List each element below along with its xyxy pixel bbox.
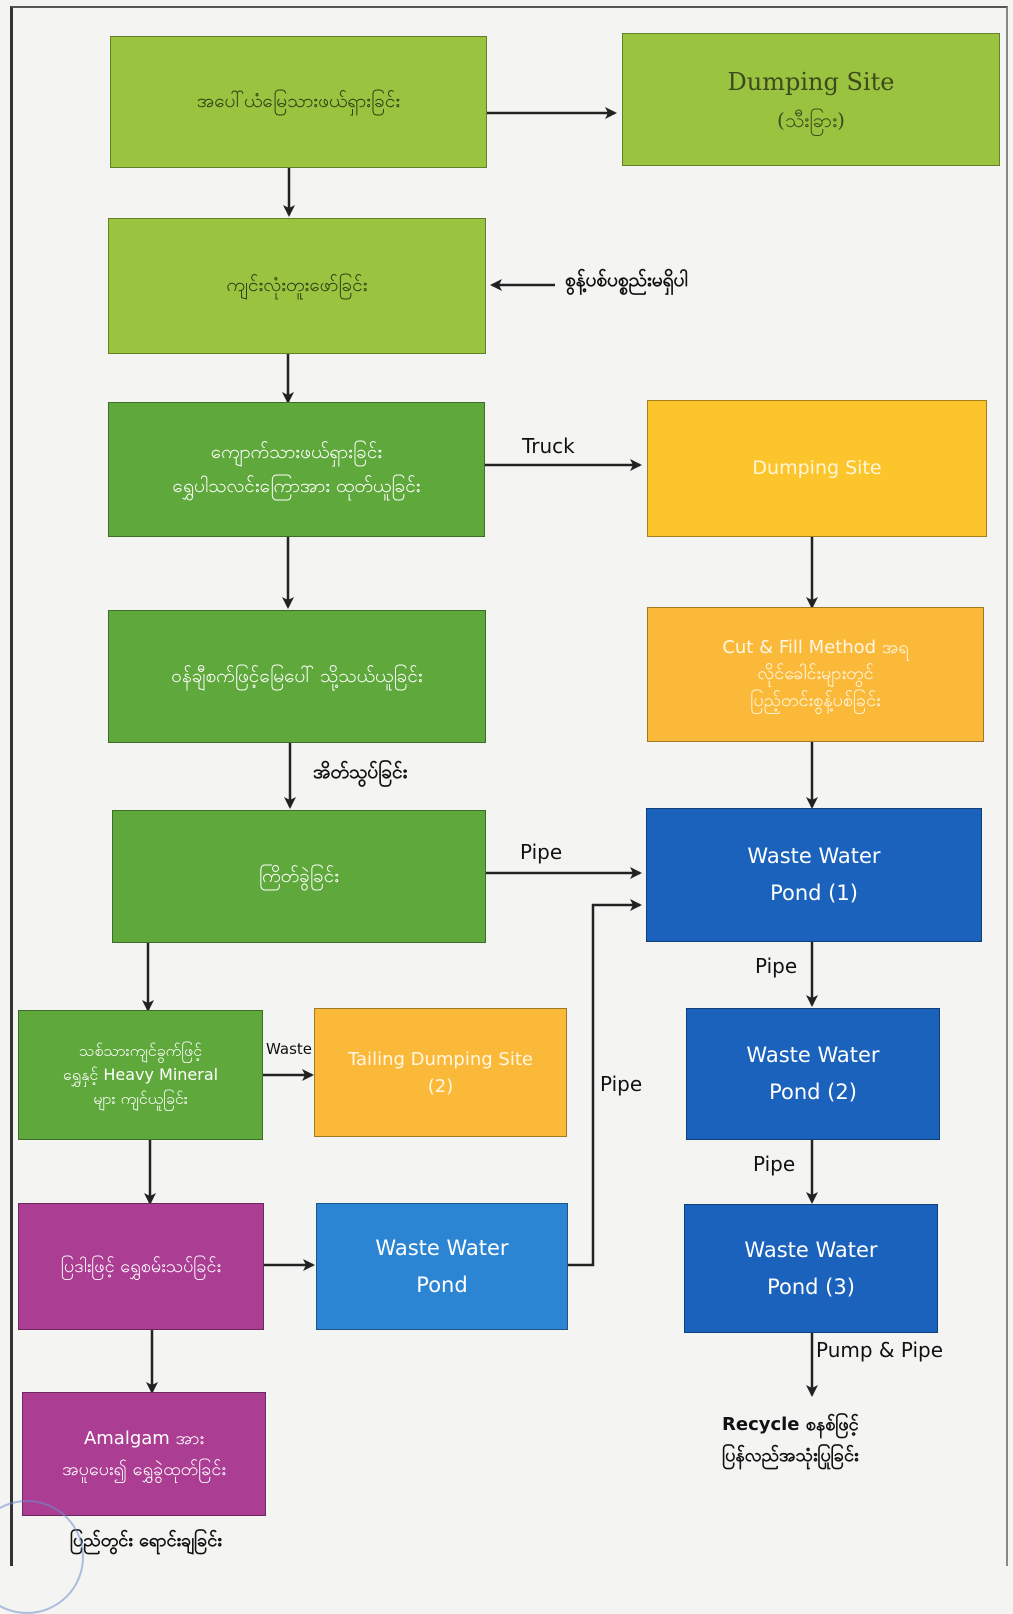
tailing-line2: (2) — [427, 1075, 454, 1097]
box-panning-line2: ရွှေနှင့် Heavy Mineral — [62, 1065, 219, 1084]
label-pipe-wwp: Pipe — [600, 1072, 643, 1096]
diagram-frame — [10, 6, 1008, 1566]
box-grinding: ကြိတ်ခွဲခြင်း — [112, 810, 486, 943]
label-no-waste: စွန့်ပစ်ပစ္စည်းမရှိပါ — [565, 269, 688, 291]
recycle-line1: Recycle စနစ်ဖြင့် — [722, 1414, 859, 1435]
cut-fill-line1: Cut & Fill Method အရ — [722, 637, 909, 659]
box-dumping-site-main: Dumping Site — [647, 400, 987, 537]
amalgam-line1: Amalgam အား — [83, 1427, 205, 1449]
tailing-line1: Tailing Dumping Site — [348, 1048, 533, 1070]
dumping-site-title: Dumping Site — [727, 68, 895, 96]
box-waste-water-pond-1: Waste Water Pond (1) — [646, 808, 982, 942]
ww1-line1: Waste Water — [747, 844, 881, 869]
box-cut-fill: Cut & Fill Method အရ လိုင်ခေါင်းများတွင်… — [647, 607, 984, 742]
label-recycle: Recycle စနစ်ဖြင့် ပြန်လည်အသုံးပြုခြင်း — [722, 1410, 859, 1471]
label-pipe-ww2-ww3: Pipe — [753, 1152, 796, 1176]
ww2-line2: Pond (2) — [769, 1080, 857, 1104]
label-domestic-sale: ပြည်တွင်း ရောင်းချခြင်း — [70, 1530, 222, 1551]
flow-arrows — [142, 107, 818, 1397]
box-mercury-test-text: ပြဒါးဖြင့် ရွှေစမ်းသပ်ခြင်း — [60, 1255, 222, 1277]
wwp-line1: Waste Water — [375, 1235, 509, 1260]
dumping-site-sub: (သီးခြား) — [777, 108, 845, 132]
label-pipe-ww1-ww2: Pipe — [755, 954, 798, 978]
box-rock-removal-line1: ကျောက်သားဖယ်ရှားခြင်း — [210, 441, 383, 464]
box-tailing-dumping-site: Tailing Dumping Site (2) — [314, 1008, 567, 1137]
box-mercury-test: ပြဒါးဖြင့် ရွှေစမ်းသပ်ခြင်း — [18, 1203, 264, 1330]
box-panning-line1: သစ်သားကျင်ခွက်ဖြင့် — [79, 1041, 202, 1060]
box-rock-removal: ကျောက်သားဖယ်ရှားခြင်း ရွှေပါသလင်းကြောအား… — [108, 402, 485, 537]
wwp-line2: Pond — [416, 1272, 468, 1297]
label-truck: Truck — [522, 434, 575, 458]
ww3-line2: Pond (3) — [767, 1274, 855, 1299]
box-dumping-site-main-text: Dumping Site — [752, 456, 882, 479]
cut-fill-line3: ပြည့်တင်းစွန့်ပစ်ခြင်း — [750, 689, 881, 711]
box-pit-excavation-text: ကျင်းလုံးတူးဖော်ခြင်း — [226, 274, 368, 297]
label-pipe-b5-ww1: Pipe — [520, 840, 563, 864]
cut-fill-line2: လိုင်ခေါင်းများတွင် — [757, 663, 874, 685]
box-grinding-text: ကြိတ်ခွဲခြင်း — [258, 864, 340, 887]
box-waste-water-pond-3: Waste Water Pond (3) — [684, 1204, 938, 1333]
ww2-line1: Waste Water — [746, 1043, 880, 1068]
arrow-wwp-ww1 — [568, 899, 642, 1267]
label-waste: Waste — [266, 1040, 312, 1058]
box-pit-excavation: ကျင်းလုံးတူးဖော်ခြင်း — [108, 218, 486, 354]
box-topsoil-removal-text: အပေါ်ယံမြေသားဖယ်ရှားခြင်း — [196, 90, 401, 113]
box-panning-line3: များ ကျင်ယူခြင်း — [93, 1089, 188, 1108]
box-topsoil-removal: အပေါ်ယံမြေသားဖယ်ရှားခြင်း — [110, 36, 487, 168]
box-amalgam-heating: Amalgam အား အပူပေး၍ ရွှေခွဲထုတ်ခြင်း — [22, 1392, 266, 1516]
box-rock-removal-line2: ရွှေပါသလင်းကြောအား ထုတ်ယူခြင်း — [172, 474, 421, 497]
box-waste-water-pond-2: Waste Water Pond (2) — [686, 1008, 940, 1140]
recycle-line2: ပြန်လည်အသုံးပြုခြင်း — [722, 1444, 859, 1466]
ww1-line2: Pond (1) — [770, 881, 858, 905]
box-crane-transport-text: ဝန်ချီစက်ဖြင့်မြေပေါ် သို့သယ်ယူခြင်း — [171, 664, 423, 687]
box-waste-water-pond: Waste Water Pond — [316, 1203, 568, 1330]
box-panning: သစ်သားကျင်ခွက်ဖြင့် ရွှေနှင့် Heavy Mine… — [18, 1010, 263, 1140]
ww3-line1: Waste Water — [744, 1237, 878, 1262]
amalgam-line2: အပူပေး၍ ရွှေခွဲထုတ်ခြင်း — [62, 1459, 226, 1480]
label-pump-pipe: Pump & Pipe — [816, 1338, 944, 1362]
box-dumping-site-separate: Dumping Site (သီးခြား) — [622, 33, 1000, 166]
box-crane-transport: ဝန်ချီစက်ဖြင့်မြေပေါ် သို့သယ်ယူခြင်း — [108, 610, 486, 743]
label-crush: အိတ်သွပ်ခြင်း — [313, 761, 408, 783]
